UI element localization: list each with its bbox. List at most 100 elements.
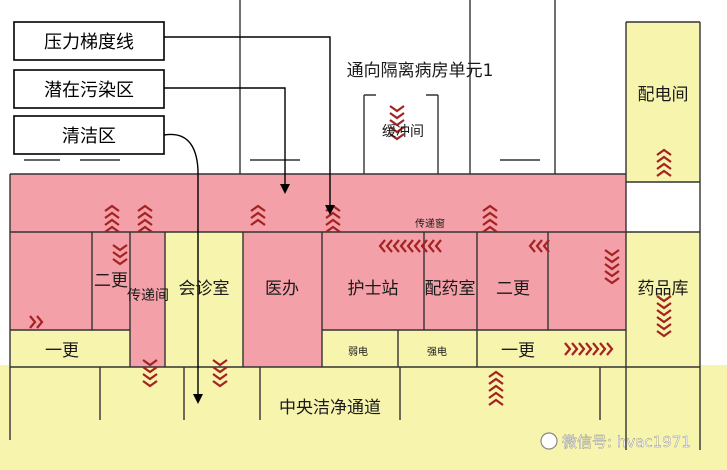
chevron-arrow-icon <box>488 377 504 385</box>
walls <box>9 0 701 450</box>
chevron-arrow-icon <box>585 342 593 356</box>
chevron-arrow-icon <box>137 204 153 212</box>
chevron-arrow-icon <box>656 316 672 324</box>
chevron-arrow-icon <box>656 330 672 338</box>
chevron-arrow-icon <box>656 309 672 317</box>
chevron-arrow-icon <box>427 239 435 253</box>
main-corridor-area <box>10 174 626 232</box>
chevron-arrow-icon <box>656 302 672 310</box>
chevron-arrow-icon <box>142 366 158 374</box>
chevron-arrow-icon <box>406 239 414 253</box>
chevron-arrow-icon <box>488 398 504 406</box>
consult-room-area <box>165 232 243 367</box>
chevron-arrow-icon <box>250 218 266 226</box>
watermark-text: 微信号: hvac1971 <box>562 433 691 451</box>
chevron-arrow-icon <box>434 239 442 253</box>
chevron-arrow-icon <box>656 169 672 177</box>
chevron-arrow-icon <box>36 315 44 329</box>
chevron-arrow-icon <box>656 295 672 303</box>
chevron-arrow-icon <box>604 256 620 264</box>
change2-left-area <box>10 232 130 330</box>
label-pharmacy: 药品库 <box>638 279 689 299</box>
chevron-arrow-icon <box>142 380 158 388</box>
chevron-arrow-icon <box>212 359 228 367</box>
legend-pressure-line: 压力梯度线 <box>44 32 134 53</box>
chevron-arrow-icon <box>413 239 421 253</box>
label-consult: 会诊室 <box>179 279 230 299</box>
chevron-arrow-icon <box>212 366 228 374</box>
chevron-arrow-icon <box>389 105 405 113</box>
chevron-arrow-icon <box>112 244 128 252</box>
legend: 压力梯度线 潜在污染区 清洁区 <box>13 21 165 155</box>
chevron-arrow-icon <box>578 342 586 356</box>
chevron-arrow-icon <box>482 211 498 219</box>
central-corridor-area <box>0 365 727 470</box>
chevron-arrow-icon <box>592 342 600 356</box>
arrow-lines <box>163 36 335 404</box>
arrow-head <box>280 184 290 194</box>
chevron-arrow-icon <box>571 342 579 356</box>
chevron-arrow-icon <box>604 263 620 271</box>
chevron-arrow-icon <box>378 239 386 253</box>
chevron-arrow-icon <box>656 162 672 170</box>
label-change2-left: 二更 <box>94 271 128 291</box>
label-change1-right: 一更 <box>501 341 535 361</box>
label-nurse-station: 护士站 <box>348 279 399 299</box>
chevron-arrow-icon <box>482 225 498 233</box>
label-change2-right: 二更 <box>496 279 530 299</box>
legend-box-clean <box>13 115 165 155</box>
chevron-arrow-icon <box>606 342 614 356</box>
pass-room-area <box>130 232 165 367</box>
chevron-arrow-icon <box>212 380 228 388</box>
chevron-arrow-icon <box>482 204 498 212</box>
arrow-head <box>193 394 203 404</box>
chevron-arrow-icon <box>250 211 266 219</box>
chevron-arrow-icon <box>656 148 672 156</box>
chevron-arrow-icon <box>112 251 128 259</box>
chevron-arrow-icon <box>325 211 341 219</box>
chevron-arrow-icon <box>250 204 266 212</box>
chevron-arrow-icon <box>389 112 405 120</box>
chevron-arrow-icon <box>104 225 120 233</box>
chevron-arrow-icon <box>420 239 428 253</box>
chevron-arrow-icon <box>212 373 228 381</box>
chevron-arrow-icon <box>488 391 504 399</box>
legend-potential-zone: 潜在污染区 <box>44 80 134 101</box>
chevron-arrow-icon <box>604 249 620 257</box>
label-strong-elec: 强电 <box>427 345 447 358</box>
chevron-arrow-icon <box>482 218 498 226</box>
label-pass-room: 传递间 <box>127 288 169 304</box>
label-change1-left: 一更 <box>45 341 79 361</box>
chevron-arrow-icon <box>528 239 536 253</box>
chevron-arrow-icon <box>604 270 620 278</box>
chevron-arrow-icon <box>104 204 120 212</box>
chevron-arrow-icon <box>656 323 672 331</box>
chevron-arrow-icon <box>488 384 504 392</box>
chevron-arrow-icon <box>385 239 393 253</box>
potential-zone-areas <box>10 174 626 367</box>
chevron-arrow-icon <box>389 119 405 127</box>
pressure-chevrons <box>29 105 672 406</box>
doctor-office-area <box>243 232 322 367</box>
chevron-arrow-icon <box>142 359 158 367</box>
label-pass-window: 传递窗 <box>415 217 445 230</box>
distribution-room-area <box>626 22 700 182</box>
chevron-arrow-icon <box>137 225 153 233</box>
label-central-corridor: 中央洁净通道 <box>279 398 381 418</box>
chevron-arrow-icon <box>325 225 341 233</box>
wechat-icon <box>540 432 558 450</box>
chevron-arrow-icon <box>542 239 550 253</box>
chevron-arrow-icon <box>112 258 128 266</box>
chevron-arrow-icon <box>604 277 620 285</box>
label-ward-unit: 通向隔离病房单元1 <box>347 61 494 81</box>
legend-box-potential <box>13 69 165 109</box>
chevron-arrow-icon <box>137 211 153 219</box>
legend-box-pressure <box>13 21 165 61</box>
room-labels: 通向隔离病房单元1 缓冲间 配电间 传递窗 二更 传递间 会诊室 医办 护士站 … <box>45 61 689 418</box>
arrow-head <box>325 205 335 215</box>
chevron-arrow-icon <box>392 239 400 253</box>
electric-rooms-area <box>322 330 477 367</box>
nurse-station-area <box>322 232 477 330</box>
